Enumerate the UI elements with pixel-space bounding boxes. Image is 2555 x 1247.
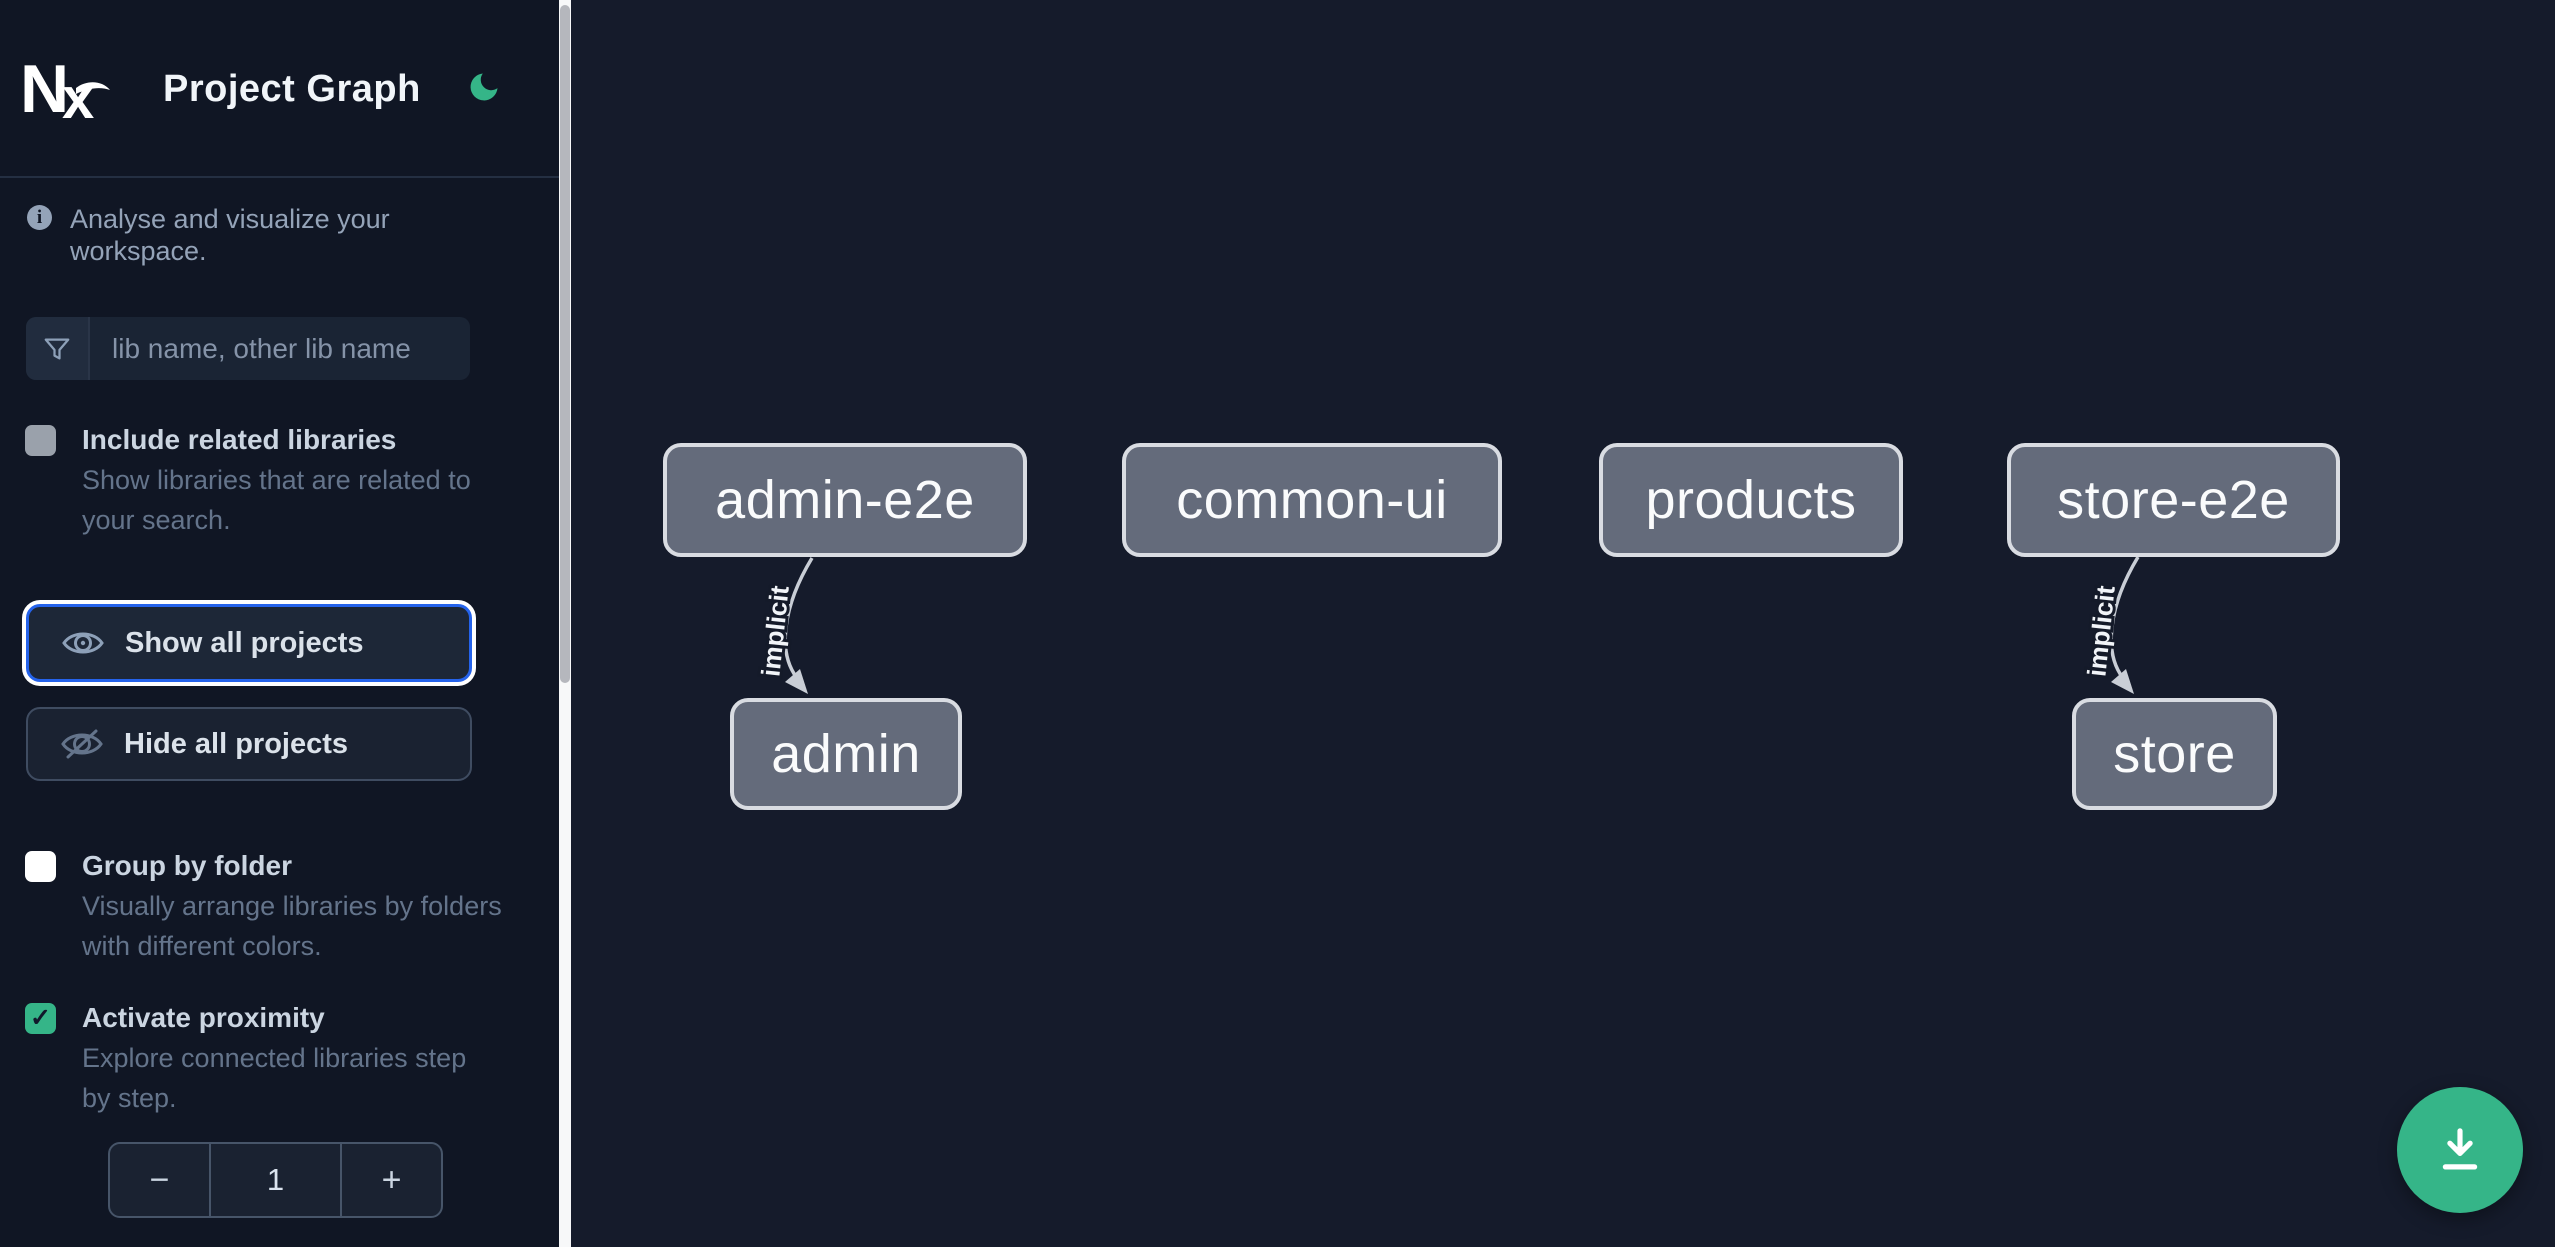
option-label: Group by folder	[82, 850, 292, 881]
workspace-tagline: i Analyse and visualize your workspace.	[27, 203, 532, 267]
option-description: Explore connected libraries step by step…	[82, 1043, 467, 1113]
eye-icon	[62, 632, 104, 654]
funnel-icon	[44, 338, 70, 359]
project-node-store[interactable]: store	[2072, 698, 2277, 810]
hide-all-projects-label: Hide all projects	[124, 727, 349, 760]
option-description: Show libraries that are related to your …	[82, 465, 471, 535]
project-node-products[interactable]: products	[1599, 443, 1903, 557]
svg-text:N: N	[24, 54, 65, 120]
download-graph-button[interactable]	[2397, 1087, 2523, 1213]
download-icon	[2442, 1128, 2478, 1170]
check-icon: ✓	[30, 1004, 51, 1032]
funnel-icon-cell	[26, 317, 90, 380]
sidebar-scrollbar-thumb[interactable]	[560, 5, 570, 683]
project-node-admin-e2e[interactable]: admin-e2e	[663, 443, 1027, 557]
option-group-by-folder: Group by folder Visually arrange librari…	[25, 846, 525, 966]
edge-admin-e2e-to-admin[interactable]: implicit	[752, 557, 814, 694]
search-input[interactable]	[90, 317, 470, 380]
increment-button[interactable]: +	[342, 1144, 441, 1216]
nx-logo-icon: N x	[24, 54, 110, 120]
option-label: Include related libraries	[82, 424, 397, 455]
sidebar: N x Project Graph i Analyse and visualiz…	[0, 0, 559, 1247]
graph-canvas[interactable]: implicit implicit admin-e2e common-ui pr…	[571, 0, 2555, 1247]
moon-icon	[470, 73, 498, 100]
group-by-folder-checkbox[interactable]	[25, 851, 56, 882]
tagline-text: Analyse and visualize your workspace.	[70, 204, 390, 266]
eye-off-icon	[61, 729, 103, 759]
option-label: Activate proximity	[82, 1002, 325, 1033]
show-all-projects-label: Show all projects	[125, 626, 364, 659]
proximity-depth-value: 1	[209, 1144, 342, 1216]
project-node-store-e2e[interactable]: store-e2e	[2007, 443, 2340, 557]
filter-search-box	[26, 317, 470, 380]
option-activate-proximity: ✓ Activate proximity Explore connected l…	[25, 998, 525, 1118]
info-icon: i	[27, 205, 52, 230]
option-description: Visually arrange libraries by folders wi…	[82, 891, 502, 961]
decrement-button[interactable]: −	[110, 1144, 209, 1216]
theme-toggle-button[interactable]	[462, 66, 506, 110]
svg-text:x: x	[62, 66, 94, 120]
include-related-checkbox[interactable]	[25, 425, 56, 456]
sidebar-header: N x Project Graph	[0, 0, 559, 178]
show-all-projects-button[interactable]: Show all projects	[26, 604, 472, 682]
edge-store-e2e-to-store[interactable]: implicit	[2078, 556, 2140, 694]
proximity-depth-stepper: − 1 +	[108, 1142, 443, 1218]
option-include-related-libraries: Include related libraries Show libraries…	[25, 420, 525, 540]
project-node-common-ui[interactable]: common-ui	[1122, 443, 1502, 557]
sidebar-scrollbar-track[interactable]	[559, 0, 571, 1247]
hide-all-projects-button[interactable]: Hide all projects	[26, 707, 472, 781]
project-node-admin[interactable]: admin	[730, 698, 962, 810]
activate-proximity-checkbox[interactable]: ✓	[25, 1003, 56, 1034]
graph-edges: implicit implicit	[752, 556, 2140, 694]
page-title: Project Graph	[163, 68, 421, 110]
